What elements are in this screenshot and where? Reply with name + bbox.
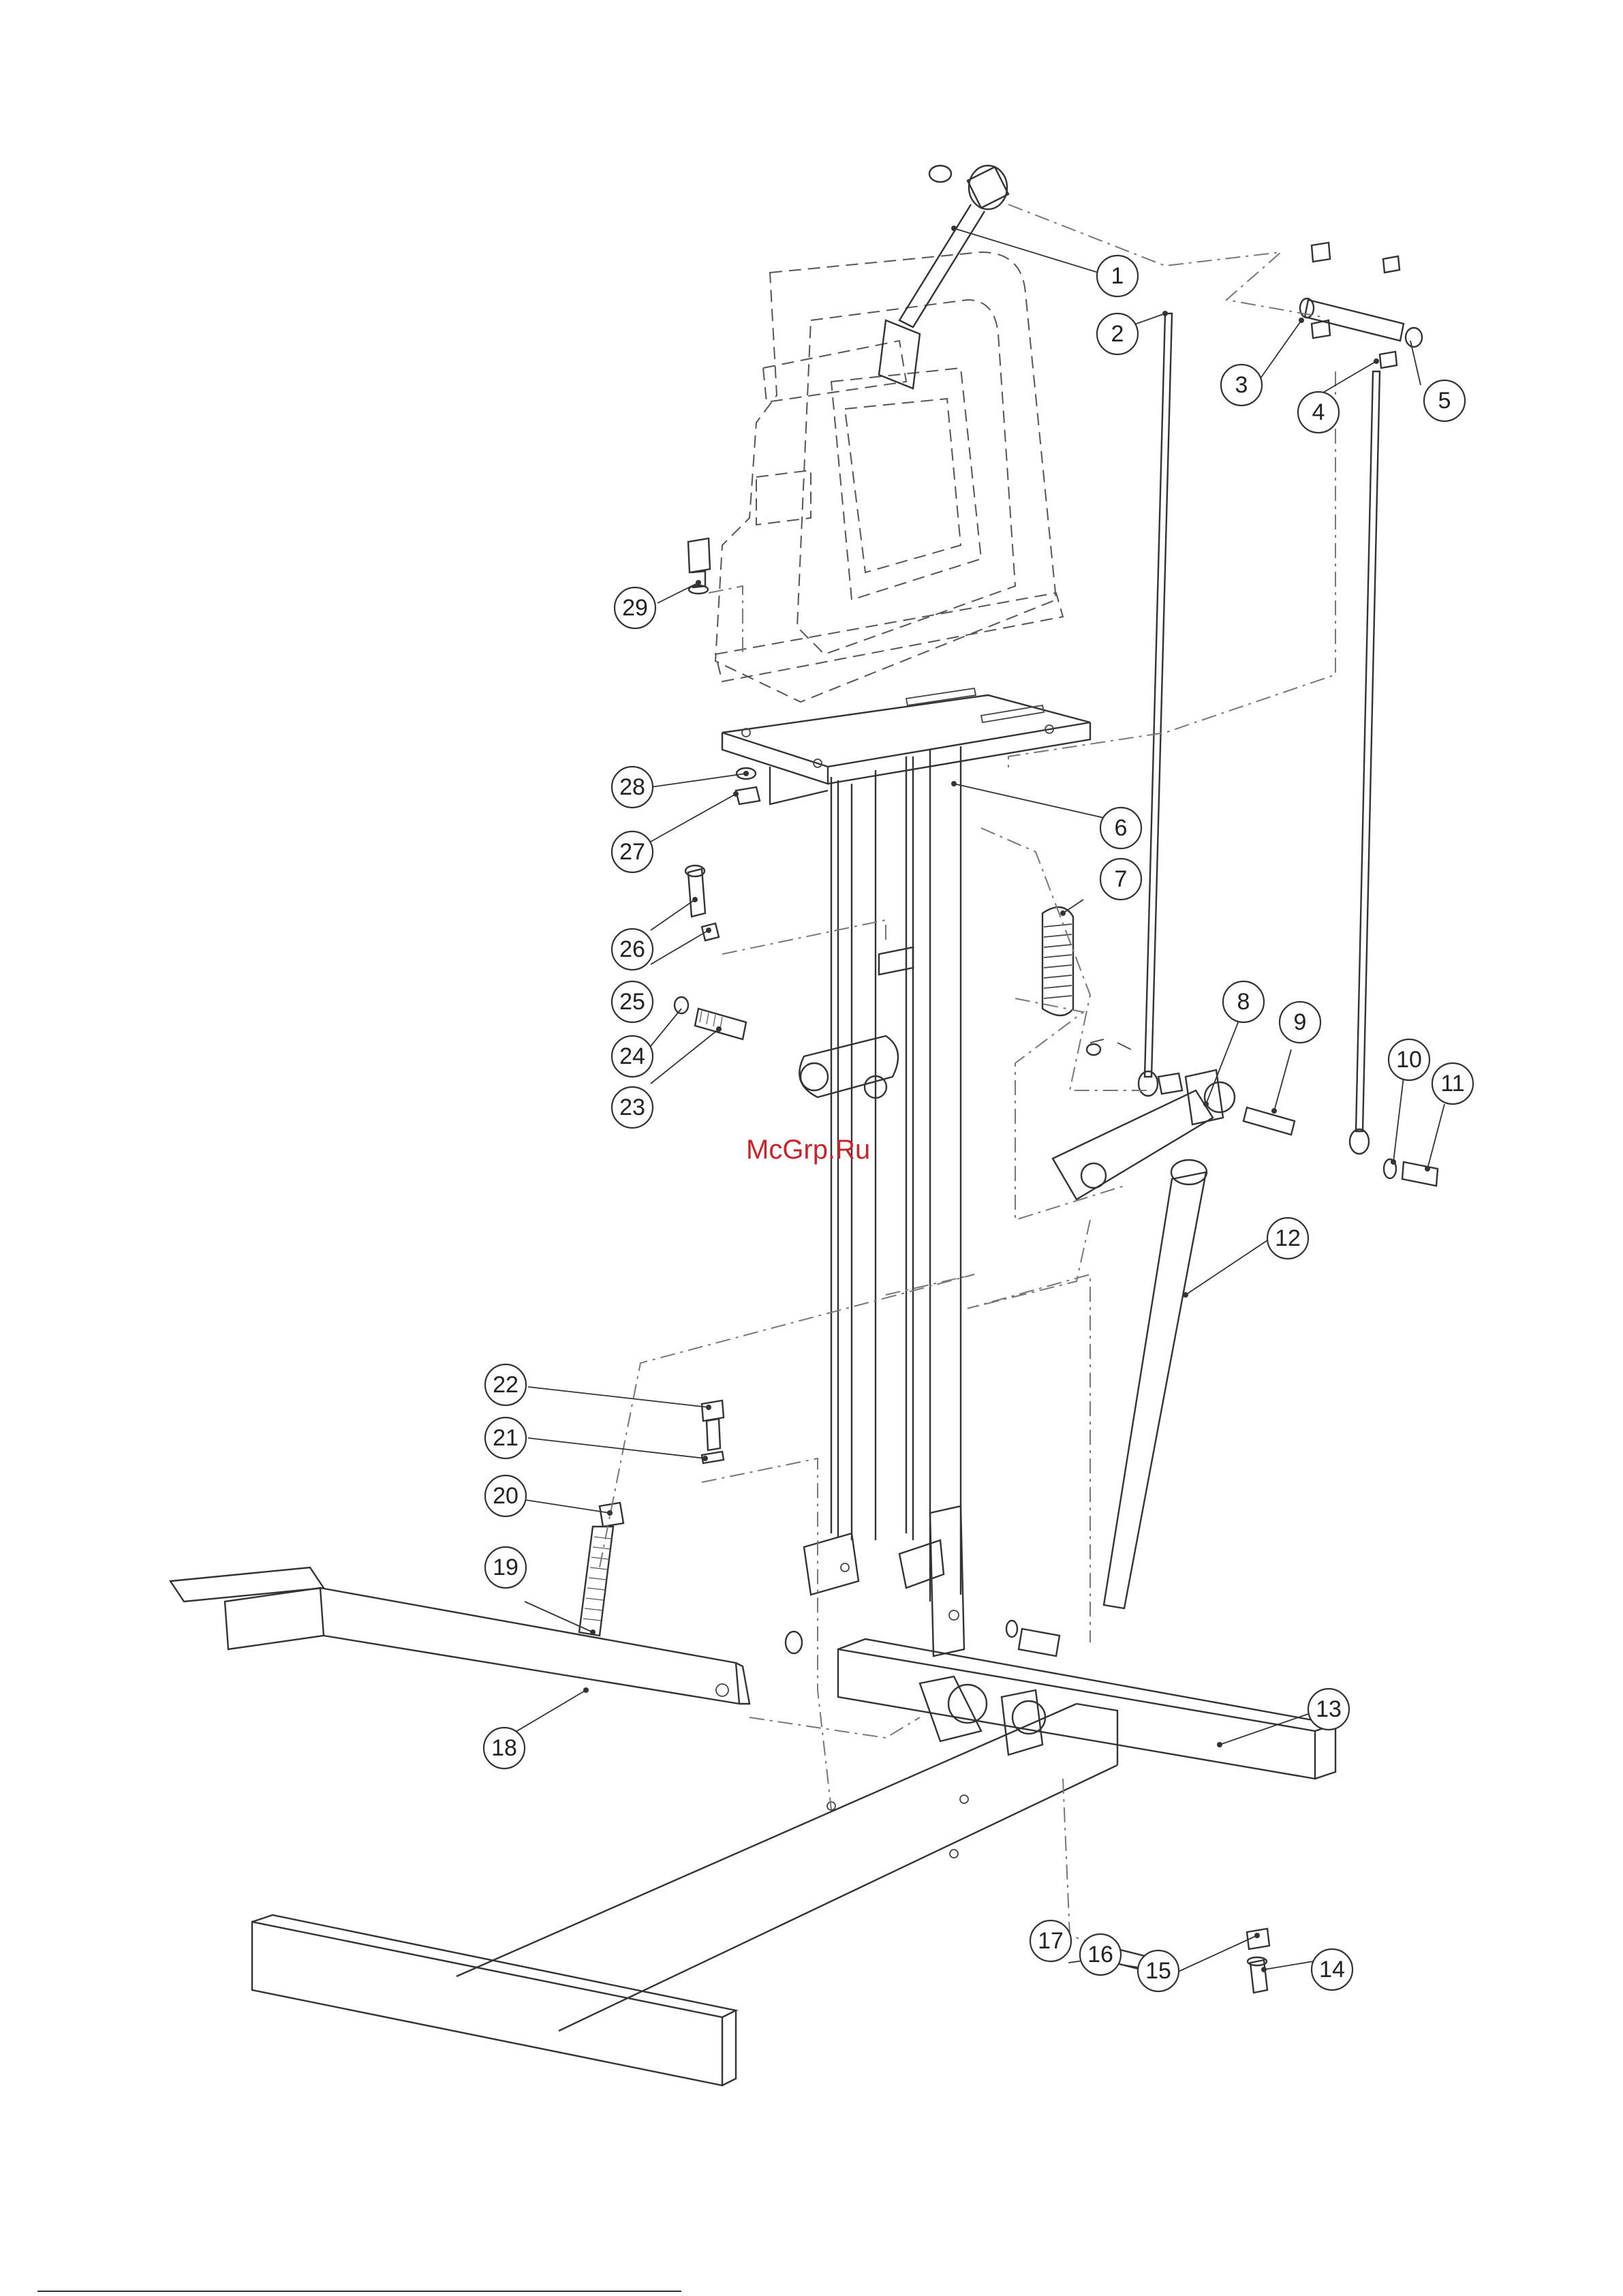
svg-text:2: 2: [1111, 321, 1124, 347]
nut-top-right: [1383, 256, 1400, 273]
pin-23: [695, 1009, 746, 1039]
bolt-22: [702, 1400, 724, 1450]
svg-text:8: 8: [1237, 989, 1250, 1015]
upright-column: [804, 746, 964, 1656]
spring-7: [1042, 907, 1073, 1015]
nut-4: [1380, 352, 1397, 368]
svg-text:22: 22: [493, 1372, 519, 1398]
cap-screw-base: [1006, 1621, 1060, 1656]
linkage-8: [1053, 1039, 1235, 1199]
base-frame-13: [252, 1639, 1335, 2085]
nut-27: [736, 787, 760, 804]
callout-13: 13: [1308, 1689, 1349, 1730]
svg-text:5: 5: [1438, 388, 1451, 414]
callout-9: 9: [1280, 1002, 1320, 1043]
svg-text:29: 29: [622, 595, 648, 621]
retaining-ring-base: [786, 1632, 802, 1653]
svg-text:24: 24: [619, 1043, 645, 1069]
svg-text:14: 14: [1319, 1957, 1345, 1983]
callout-2: 2: [1097, 313, 1138, 354]
svg-text:18: 18: [491, 1735, 517, 1761]
callout-21: 21: [485, 1418, 526, 1458]
callout-18: 18: [484, 1728, 525, 1769]
callout-8: 8: [1223, 981, 1264, 1022]
press-frame-outline: [715, 252, 1063, 702]
retaining-ring: [929, 166, 951, 182]
callout-6: 6: [1100, 808, 1141, 848]
svg-text:27: 27: [619, 839, 645, 865]
svg-text:12: 12: [1275, 1225, 1301, 1251]
svg-text:19: 19: [493, 1555, 519, 1580]
svg-text:3: 3: [1235, 372, 1248, 398]
callout-4: 4: [1298, 392, 1339, 433]
leader-dots: [583, 226, 1430, 1976]
callout-23: 23: [612, 1087, 653, 1128]
callout-5: 5: [1424, 380, 1465, 421]
callout-11: 11: [1432, 1063, 1473, 1104]
svg-text:13: 13: [1316, 1696, 1342, 1722]
callout-25: 25: [612, 981, 653, 1022]
svg-text:21: 21: [493, 1425, 519, 1451]
bolt-11: [1402, 1162, 1438, 1186]
rod-12: [1104, 1160, 1207, 1608]
callout-20: 20: [485, 1475, 526, 1516]
callout-29: 29: [615, 587, 655, 628]
handle-lever: [879, 166, 1008, 388]
callout-7: 7: [1100, 859, 1141, 900]
callout-27: 27: [612, 831, 653, 872]
callout-14: 14: [1312, 1949, 1352, 1990]
callout-15: 15: [1138, 1950, 1179, 1991]
svg-text:7: 7: [1115, 866, 1128, 892]
callout-1: 1: [1097, 256, 1138, 296]
pivot-bracket: [799, 947, 913, 1098]
rod-2: [1139, 313, 1172, 1096]
bolt-26: [685, 866, 705, 917]
svg-text:9: 9: [1294, 1009, 1307, 1035]
callout-19: 19: [485, 1547, 526, 1588]
watermark-text: McGrp.Ru: [746, 1135, 870, 1165]
svg-text:1: 1: [1111, 263, 1124, 289]
svg-text:15: 15: [1145, 1958, 1171, 1984]
callout-12: 12: [1267, 1218, 1308, 1259]
svg-text:23: 23: [619, 1095, 645, 1120]
svg-text:25: 25: [619, 989, 645, 1015]
callout-17: 17: [1030, 1920, 1071, 1961]
rod-right: [1350, 371, 1380, 1154]
svg-text:10: 10: [1396, 1047, 1422, 1073]
callout-16: 16: [1080, 1934, 1121, 1975]
callout-26: 26: [612, 929, 653, 970]
callout-3: 3: [1221, 365, 1262, 405]
pin-9: [1243, 1107, 1295, 1135]
callout-28: 28: [612, 767, 653, 808]
retaining-ring-24: [675, 997, 688, 1013]
svg-text:6: 6: [1115, 815, 1128, 841]
svg-text:16: 16: [1087, 1942, 1113, 1968]
bolt-14: [1248, 1957, 1267, 1993]
svg-text:4: 4: [1312, 399, 1325, 425]
svg-text:26: 26: [619, 936, 645, 962]
assembly-lines: [600, 204, 1335, 1949]
spring-19: [579, 1527, 613, 1636]
callout-22: 22: [485, 1364, 526, 1405]
callout-24: 24: [612, 1036, 653, 1077]
svg-text:20: 20: [493, 1483, 519, 1509]
pedal-18: [170, 1567, 749, 1704]
callout-10: 10: [1389, 1039, 1429, 1080]
retaining-ring-5: [1406, 328, 1422, 347]
svg-text:11: 11: [1440, 1071, 1464, 1097]
svg-text:17: 17: [1038, 1928, 1064, 1954]
svg-text:28: 28: [619, 774, 645, 800]
